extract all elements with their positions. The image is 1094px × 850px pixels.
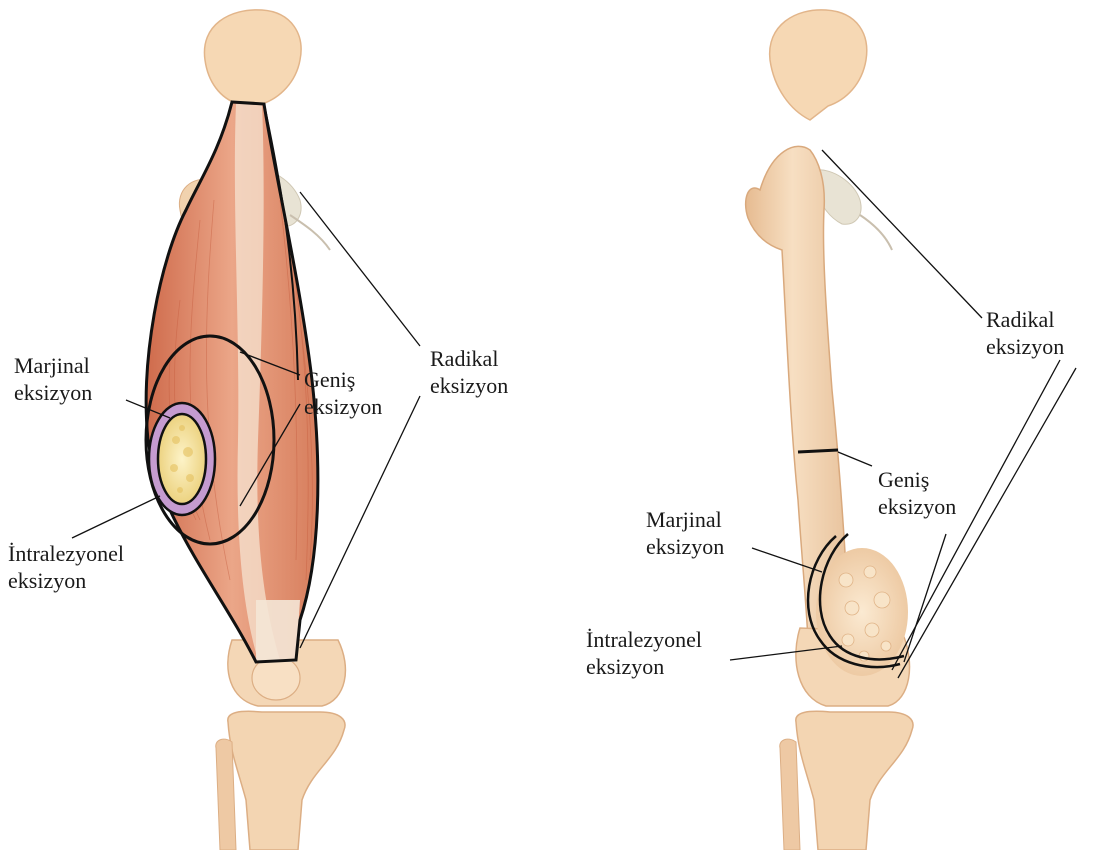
- right-wide-excision-label: Geniş eksizyon: [878, 466, 956, 520]
- left-radical-line1: Radikal: [430, 345, 508, 372]
- left-marginal-excision-label: Marjinal eksizyon: [14, 352, 92, 406]
- left-radical-line2: eksizyon: [430, 372, 508, 399]
- right-wide-line1: Geniş: [878, 466, 956, 493]
- right-tibia: [796, 711, 913, 850]
- right-femoral-head: [770, 10, 867, 120]
- right-marginal-line1: Marjinal: [646, 506, 724, 533]
- right-radical-line2: eksizyon: [986, 333, 1064, 360]
- right-marginal-line2: eksizyon: [646, 533, 724, 560]
- right-wide-line2: eksizyon: [878, 493, 956, 520]
- left-hip-ligament: [290, 215, 330, 250]
- right-intralesional-line1: İntralezyonel: [586, 626, 702, 653]
- left-intralesional-line2: eksizyon: [8, 567, 124, 594]
- right-intralesional-line2: eksizyon: [586, 653, 702, 680]
- right-wide-excision-line: [798, 450, 838, 452]
- left-marginal-line2: eksizyon: [14, 379, 92, 406]
- right-fibula: [780, 739, 800, 850]
- right-radical-line1: Radikal: [986, 306, 1064, 333]
- right-hip-ligament: [860, 215, 892, 250]
- left-quadriceps-muscle: [146, 102, 318, 662]
- left-tibia: [228, 711, 345, 850]
- left-wide-excision-label: Geniş eksizyon: [304, 366, 382, 420]
- left-wide-line2: eksizyon: [304, 393, 382, 420]
- right-thigh-bone: [730, 10, 1076, 850]
- left-thigh-soft-tissue: [72, 10, 420, 850]
- left-fibula: [216, 739, 236, 850]
- left-marginal-line1: Marjinal: [14, 352, 92, 379]
- left-intralesional-excision-label: İntralezyonel eksizyon: [8, 540, 124, 594]
- left-intralesional-line1: İntralezyonel: [8, 540, 124, 567]
- left-wide-line1: Geniş: [304, 366, 382, 393]
- left-distal-tendon: [256, 600, 300, 662]
- right-radical-excision-label: Radikal eksizyon: [986, 306, 1064, 360]
- left-femoral-head: [204, 10, 301, 104]
- right-marginal-excision-label: Marjinal eksizyon: [646, 506, 724, 560]
- right-intralesional-excision-label: İntralezyonel eksizyon: [586, 626, 702, 680]
- left-radical-excision-label: Radikal eksizyon: [430, 345, 508, 399]
